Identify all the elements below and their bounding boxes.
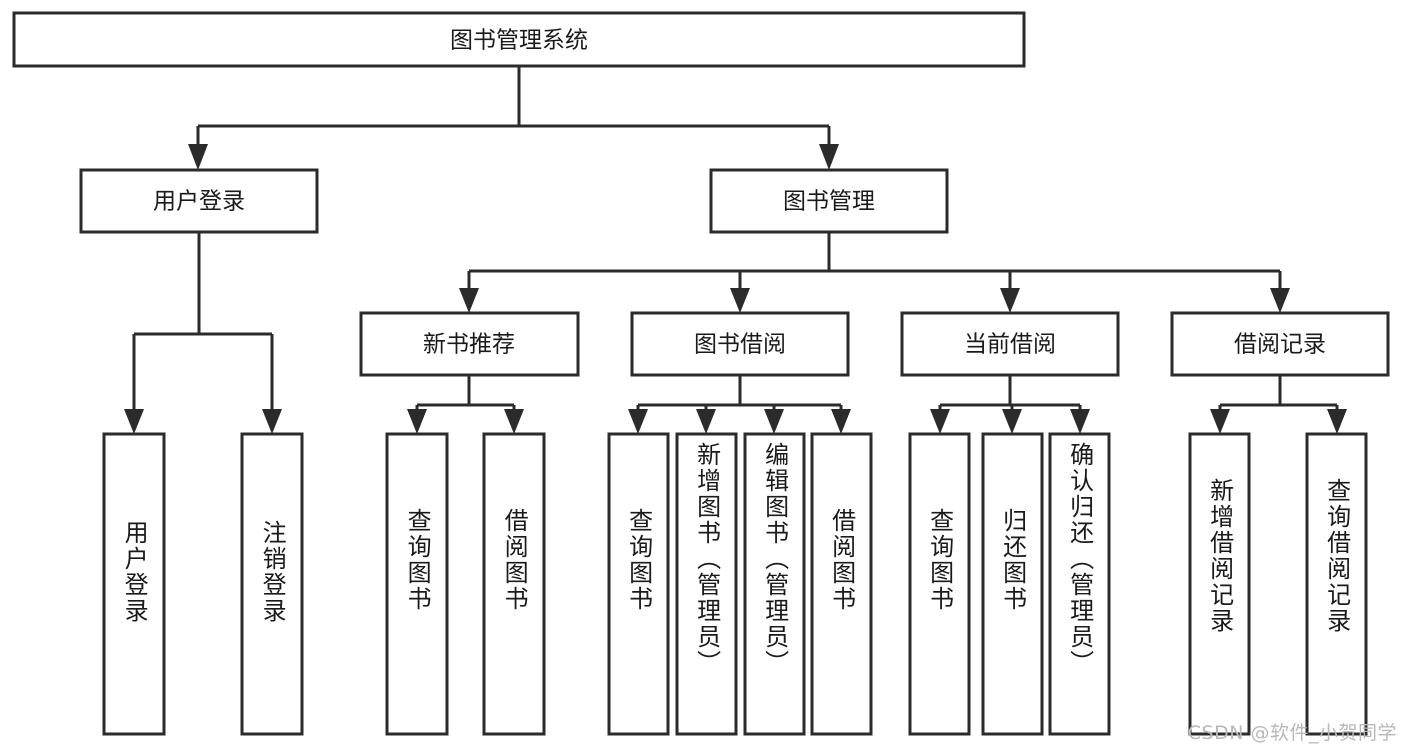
connector-group-book-manage [459, 232, 1290, 313]
node-root[interactable]: 图书管理系统 [12, 11, 1026, 68]
arrow-to-leaf-add-book-admin [696, 409, 716, 434]
csdn-watermark: CSDN @软件_小贺同学 [1187, 722, 1397, 744]
leaf-borrow-book-1-box[interactable] [482, 432, 546, 736]
node-current-borrow-label: 当前借阅 [964, 332, 1056, 358]
leaf-query-book-3-box[interactable] [908, 432, 971, 736]
node-new-book-recommend-label: 新书推荐 [423, 332, 515, 358]
connector-group-user-login-leaves [124, 232, 282, 434]
arrow-to-new-book-recommend [459, 288, 479, 313]
leaf-borrow-book-2-box[interactable] [810, 432, 873, 736]
connector-group-current-borrow-leaves [930, 375, 1090, 434]
connector-group-book-borrow-leaves [628, 375, 851, 434]
leaf-user-login-box[interactable] [102, 432, 166, 736]
leaf-query-borrow-record-box[interactable] [1305, 432, 1368, 736]
leaf-logout-box[interactable] [240, 432, 304, 736]
node-root-box[interactable] [12, 11, 1026, 68]
arrow-to-leaf-confirm-return-admin [1070, 409, 1090, 434]
node-book-borrow[interactable]: 图书借阅 [630, 311, 850, 377]
node-book-manage-label: 图书管理 [783, 189, 875, 215]
node-new-book-recommend[interactable]: 新书推荐 [359, 311, 580, 377]
arrow-to-leaf-borrow-book-1 [504, 409, 524, 434]
node-current-borrow-box[interactable] [900, 311, 1120, 377]
node-borrow-record-label: 借阅记录 [1234, 332, 1326, 358]
connector-group-root [188, 66, 839, 170]
leaf-edit-book-admin-box[interactable] [743, 432, 806, 736]
node-current-borrow[interactable]: 当前借阅 [900, 311, 1120, 377]
connector-group-borrow-record-leaves [1210, 375, 1347, 434]
node-book-manage[interactable]: 图书管理 [709, 168, 949, 234]
node-book-borrow-box[interactable] [630, 311, 850, 377]
arrow-to-leaf-query-borrow-record [1327, 409, 1347, 434]
arrow-to-leaf-logout [262, 409, 282, 434]
arrow-to-leaf-edit-book-admin [764, 409, 784, 434]
arrow-to-leaf-borrow-book-2 [831, 409, 851, 434]
node-book-borrow-label: 图书借阅 [694, 332, 786, 358]
leaf-return-book-box[interactable] [981, 432, 1044, 736]
node-borrow-record[interactable]: 借阅记录 [1170, 311, 1390, 377]
arrow-to-book-borrow [730, 288, 750, 313]
arrow-to-current-borrow [1000, 288, 1020, 313]
arrow-to-leaf-query-book-1 [407, 409, 427, 434]
arrow-to-leaf-query-book-3 [930, 409, 950, 434]
node-user-login[interactable]: 用户登录 [79, 168, 319, 234]
node-root-label: 图书管理系统 [450, 28, 588, 54]
leaf-add-borrow-record-box[interactable] [1188, 432, 1251, 736]
node-user-login-box[interactable] [79, 168, 319, 234]
node-new-book-recommend-box[interactable] [359, 311, 580, 377]
leaf-boxes [102, 432, 1368, 736]
node-user-login-label: 用户登录 [153, 189, 245, 215]
arrow-to-leaf-user-login [124, 409, 144, 434]
leaf-add-book-admin-box[interactable] [675, 432, 738, 736]
leaf-confirm-return-admin-box[interactable] [1048, 432, 1111, 736]
node-borrow-record-box[interactable] [1170, 311, 1390, 377]
arrow-to-leaf-query-book-2 [628, 409, 648, 434]
arrow-root-to-user-login [188, 144, 208, 170]
leaf-query-book-1-box[interactable] [385, 432, 449, 736]
arrow-to-leaf-return-book [1002, 409, 1022, 434]
arrow-to-borrow-record [1270, 288, 1290, 313]
connector-group-new-book-recommend-leaves [407, 375, 524, 434]
arrow-root-to-book-manage [819, 144, 839, 170]
leaf-query-book-2-box[interactable] [607, 432, 670, 736]
arrow-to-leaf-add-borrow-record [1210, 409, 1230, 434]
node-book-manage-box[interactable] [709, 168, 949, 234]
